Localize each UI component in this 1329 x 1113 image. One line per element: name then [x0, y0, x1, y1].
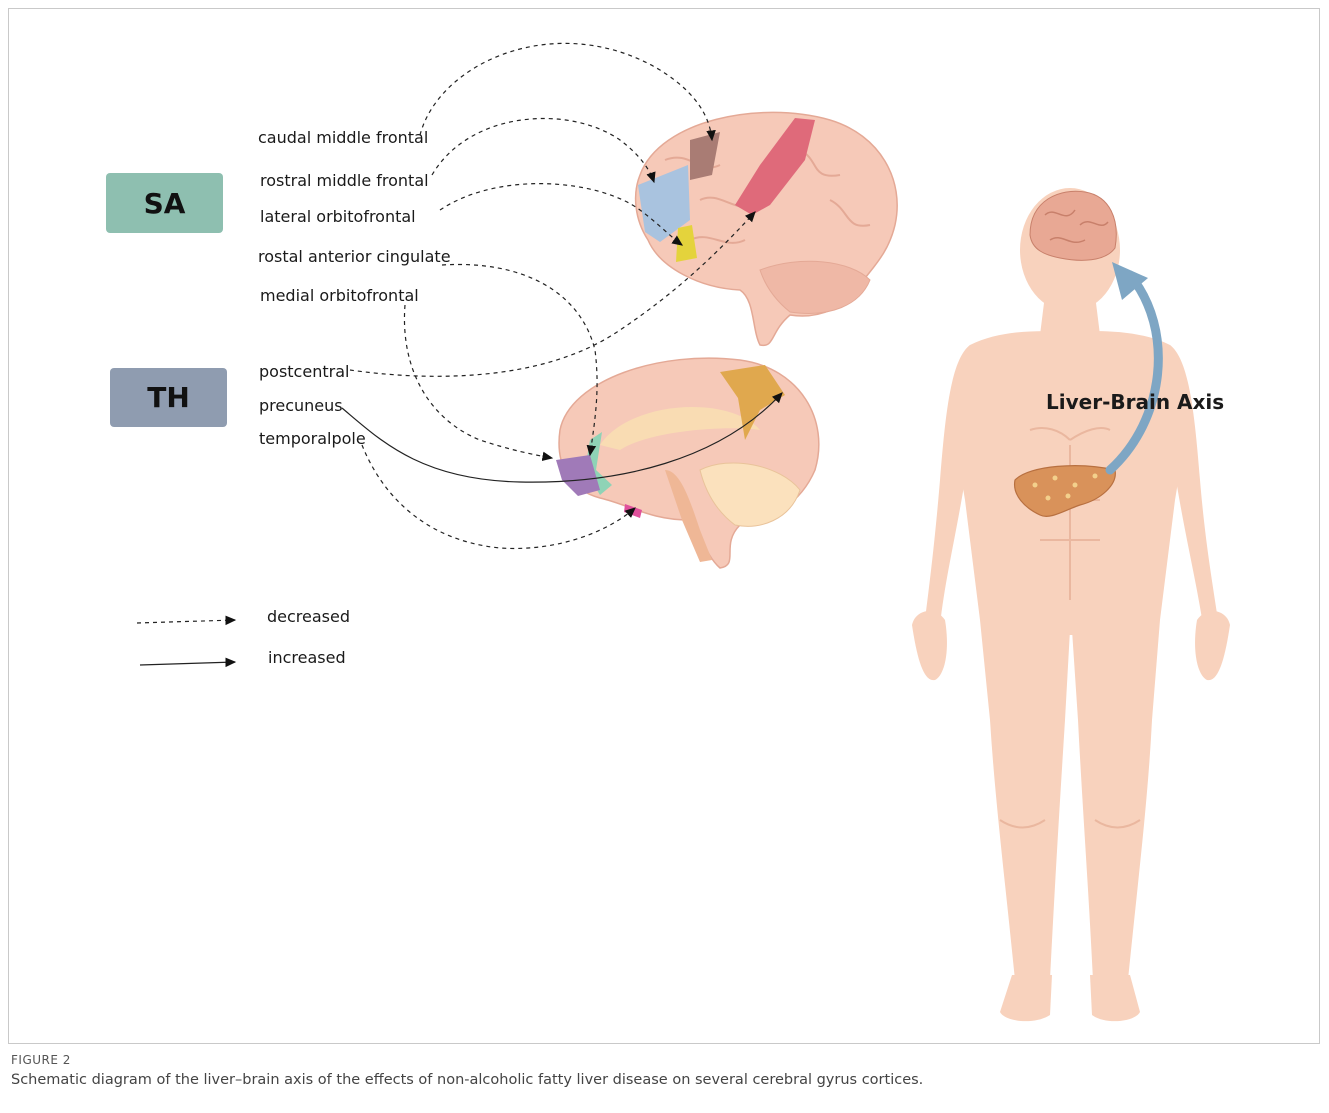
- left-arm-shape: [925, 345, 970, 625]
- region-label-caudal-middle-frontal: caudal middle frontal: [258, 128, 428, 147]
- figure-caption-text: Schematic diagram of the liver–brain axi…: [11, 1072, 923, 1088]
- region-label-medial-orbitofrontal: medial orbitofrontal: [260, 286, 419, 305]
- left-leg-shape: [980, 620, 1070, 980]
- neck-shape: [1040, 295, 1100, 335]
- sa-group-box: SA: [106, 173, 223, 233]
- right-arm-shape: [1170, 345, 1218, 625]
- th-group-label: TH: [147, 381, 190, 414]
- region-label-rostral-middle-frontal: rostral middle frontal: [260, 171, 429, 190]
- legend-increased-label: increased: [268, 648, 346, 667]
- arrow-rostral-middle-frontal: [432, 118, 654, 182]
- region-label-precuneus: precuneus: [259, 396, 343, 415]
- human-figure-illustration: [912, 188, 1230, 1021]
- liver-brain-axis-label: Liver-Brain Axis: [1046, 390, 1224, 414]
- region-label-lateral-orbitofrontal: lateral orbitofrontal: [260, 207, 416, 226]
- arrow-medial-orbitofrontal: [404, 305, 552, 458]
- region-label-postcentral: postcentral: [259, 362, 349, 381]
- medial-brain-illustration: [556, 358, 819, 568]
- region-label-temporalpole: temporalpole: [259, 429, 366, 448]
- lateral-brain-illustration: [636, 112, 898, 345]
- right-leg-shape: [1072, 620, 1160, 980]
- sa-group-label: SA: [144, 187, 186, 220]
- th-group-box: TH: [110, 368, 227, 427]
- left-hand-shape: [912, 611, 947, 680]
- region-label-rostal-anterior-cingulate: rostal anterior cingulate: [258, 247, 451, 266]
- legend-dashed-arrow: [137, 620, 235, 623]
- legend-decreased-label: decreased: [267, 607, 350, 626]
- arrow-caudal-middle-frontal: [420, 43, 712, 140]
- legend-solid-arrow: [140, 662, 235, 665]
- figure-caption-title: FIGURE 2: [11, 1053, 71, 1067]
- left-foot-shape: [1000, 975, 1052, 1021]
- right-hand-shape: [1195, 611, 1230, 680]
- right-foot-shape: [1090, 975, 1140, 1021]
